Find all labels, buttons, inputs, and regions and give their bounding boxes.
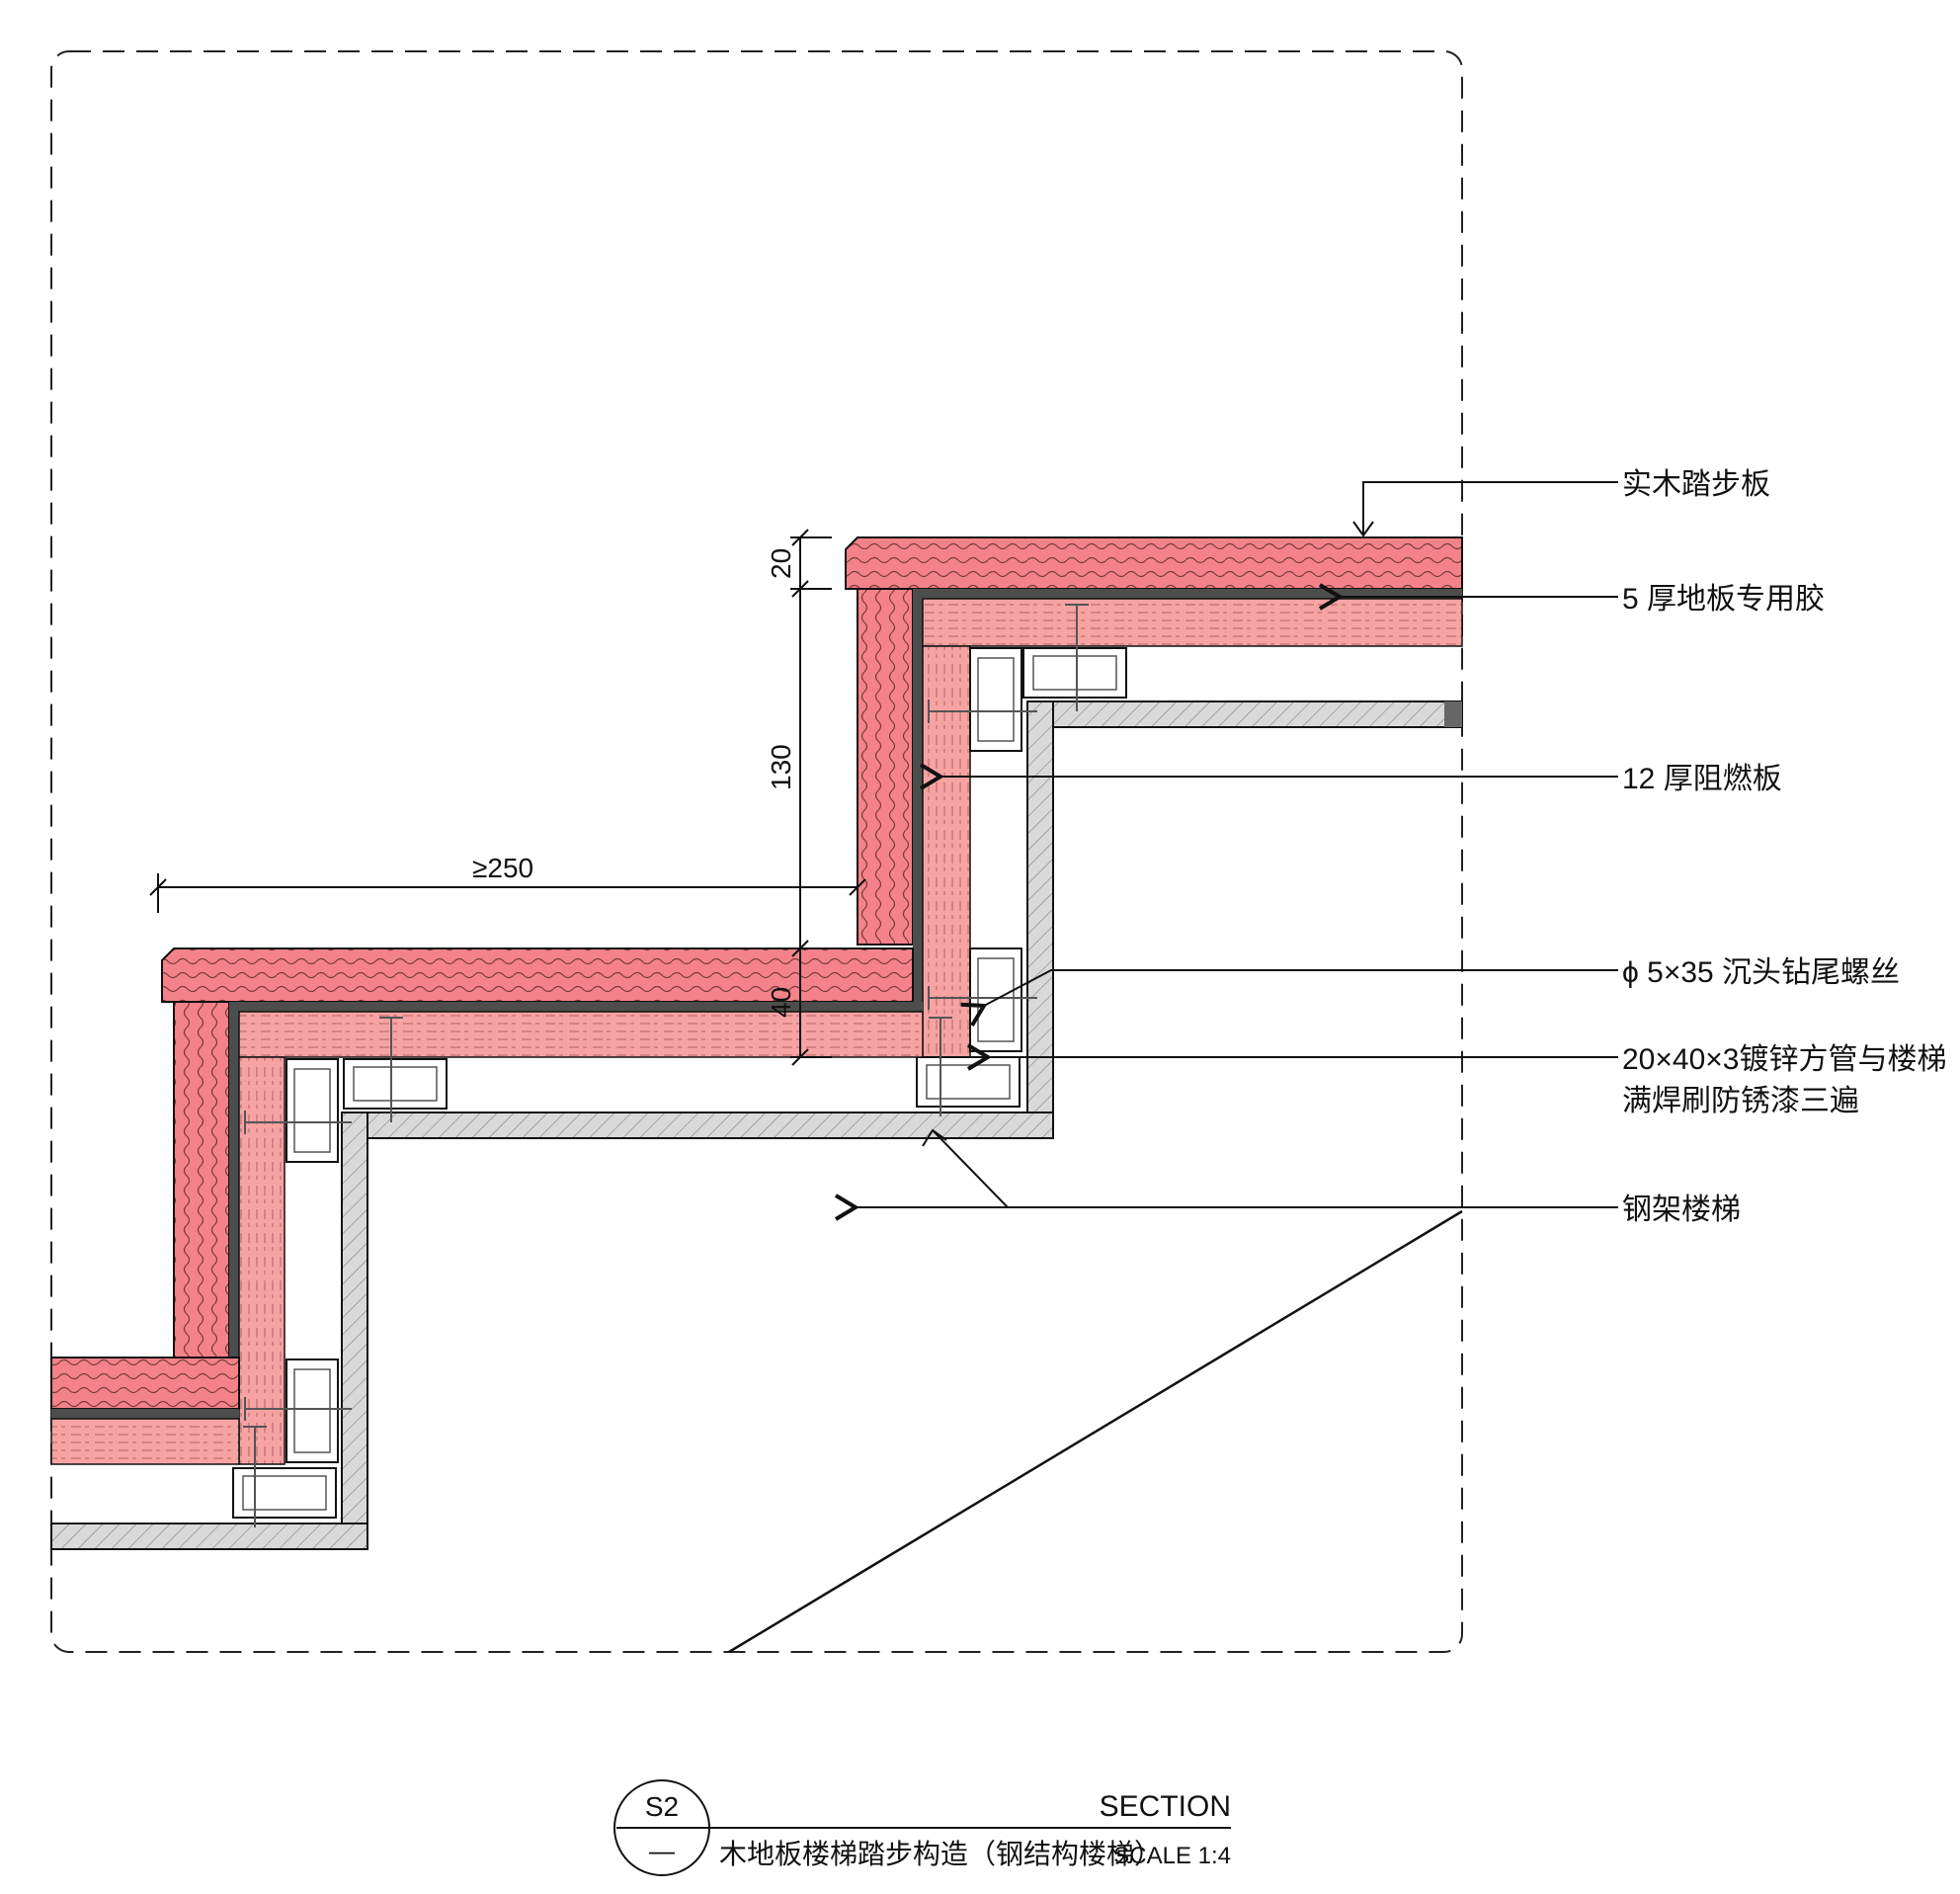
dim-riser-height: 130: [766, 744, 796, 790]
dim-lower-thickness: 40: [766, 987, 796, 1018]
title-ref: S2: [645, 1791, 679, 1822]
title-sheet: —: [649, 1836, 675, 1865]
stair-stringer-line: [728, 1209, 1463, 1654]
title-scale: SCALE 1:4: [1113, 1843, 1231, 1869]
upper-step: [845, 536, 1463, 1116]
leader-lines: [834, 481, 1618, 1221]
lower-step: [50, 1357, 240, 1465]
dimension-lines: [149, 529, 866, 1066]
callout-stair: 钢架楼梯: [1622, 1194, 1741, 1226]
dim-tread-depth: ≥250: [472, 853, 533, 883]
title-text: 木地板楼梯踏步构造（钢结构楼梯）: [719, 1839, 1162, 1869]
drawing-frame: [50, 50, 1463, 1653]
callout-board: 12 厚阻燃板: [1622, 763, 1782, 795]
callout-screw: ϕ 5×35 沉头钻尾螺丝: [1622, 956, 1900, 989]
callout-tread: 实木踏步板: [1622, 468, 1770, 501]
callout-glue: 5 厚地板专用胶: [1622, 583, 1825, 616]
steel-stair: [50, 700, 1463, 1550]
title-block: S2 — SECTION 木地板楼梯踏步构造（钢结构楼梯） SCALE 1:4: [613, 1779, 1231, 1876]
dim-tread-thickness: 20: [766, 548, 796, 579]
callout-tube-line1: 20×40×3镀锌方管与楼梯: [1622, 1043, 1946, 1076]
callout-tube-line2: 满焊刷防锈漆三遍: [1622, 1085, 1859, 1117]
title-kind: SECTION: [1100, 1790, 1231, 1823]
middle-step: [161, 947, 924, 1527]
